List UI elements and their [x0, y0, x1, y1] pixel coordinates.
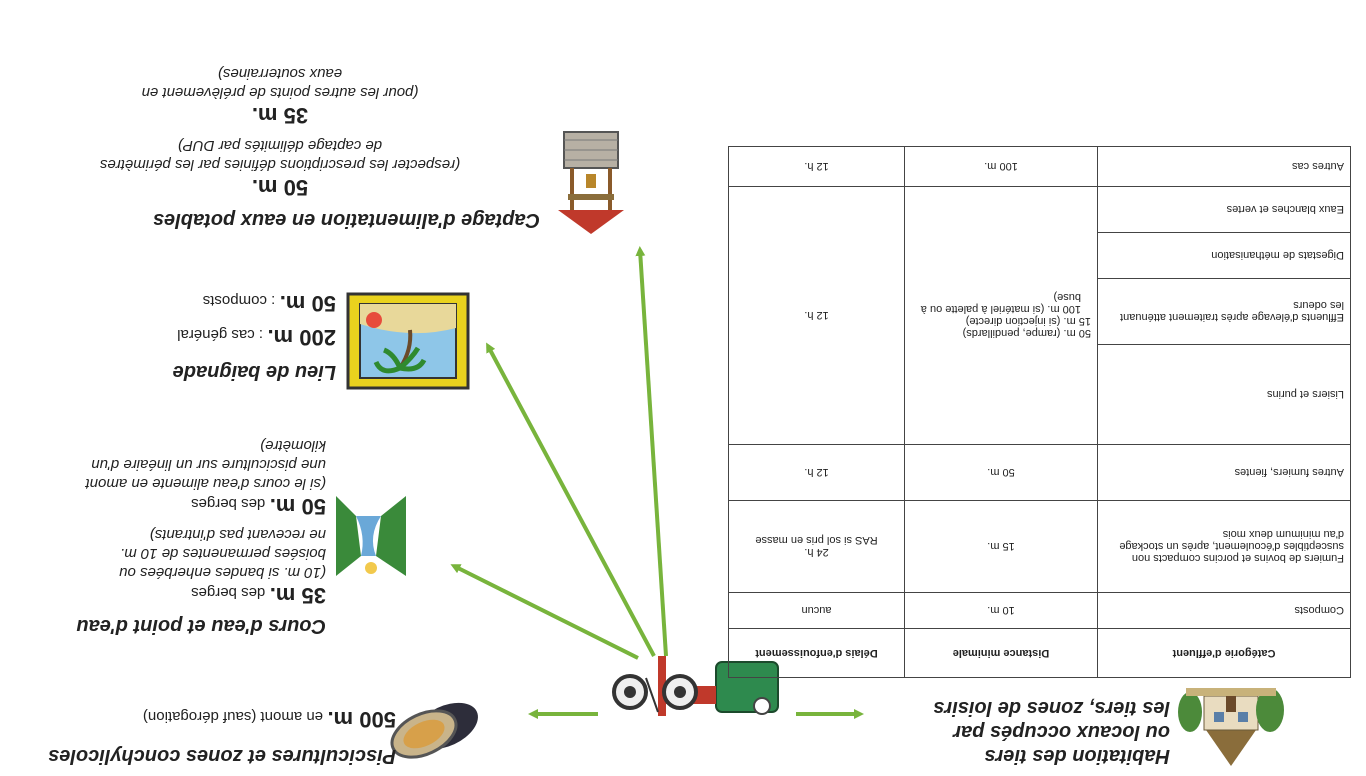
cell-category: Lisiers et purins	[1097, 344, 1351, 445]
cours-eau-distance-1: 35 m.	[269, 583, 326, 608]
cell-delay-group: 12 h.	[728, 186, 905, 445]
effluent-table: Catégorie d'effluent Distance minimale D…	[728, 146, 1351, 678]
comment-line: eaux souterraines)	[217, 65, 343, 82]
cell-delay: 12 h.	[728, 146, 905, 187]
captage-distance-2: 35 m.	[251, 103, 309, 128]
cell-delay: aucun	[728, 592, 905, 629]
cell-category: Composts	[1097, 592, 1351, 629]
comment-line: kilomètre)	[260, 437, 326, 454]
cell-distance: 50 m.	[904, 444, 1098, 501]
well-icon	[546, 120, 636, 240]
table-row: Fumiers de bovins et porcins compacts no…	[728, 500, 1351, 593]
header-delay: Délais d'enfouissement	[728, 628, 905, 678]
pisciculture-distance: 500 m.	[327, 707, 397, 732]
cell-distance: 10 m.	[904, 592, 1098, 629]
cell-category: Autres fumiers, fientes	[1097, 444, 1351, 501]
cell-distance: 100 m.	[904, 146, 1098, 187]
cell-category: Digestats de méthanisation	[1097, 232, 1351, 279]
distance-line: 50 m. (rampe, pendillards)	[962, 327, 1091, 340]
beach-picture-icon	[346, 292, 470, 390]
delay-line: 24 h.	[804, 546, 829, 559]
cours-eau-title: Cours d'eau et point d'eau	[76, 615, 326, 637]
cell-category: Eaux blanches et vertes	[1097, 186, 1351, 233]
comment-line: une pisciculture sur un linéaire d'un	[91, 456, 326, 473]
distance-line: 15 m. (si injection directe)	[965, 315, 1091, 328]
baignade-text-2: : composts	[202, 292, 276, 309]
arrow-cours-eau	[450, 564, 639, 660]
table-header-row: Catégorie d'effluent Distance minimale D…	[728, 628, 1351, 678]
header-distance: Distance minimale	[904, 628, 1098, 678]
cell-delay: 12 h.	[728, 444, 905, 501]
pisciculture-title: Piscicultures et zones conchylicoles	[48, 745, 396, 767]
cell-delay: 24 h. RAS si sol pris en masse	[728, 500, 905, 593]
delay-line: RAS si sol pris en masse	[755, 534, 878, 547]
river-icon	[326, 486, 416, 586]
baignade-line-1: 200 m. : cas général	[56, 324, 336, 350]
captage-distance-1: 50 m.	[251, 175, 309, 200]
baignade-distance-1: 200 m.	[267, 325, 337, 350]
cours-eau-comment-1: (10 m. si bandes enherbées ou boisées pe…	[6, 525, 326, 582]
arrow-baignade	[486, 342, 656, 657]
table-row: Autres cas 100 m. 12 h.	[728, 146, 1351, 187]
distance-line: 100 m. (si matériel à palette ou à buse)	[920, 291, 1081, 316]
table-row: Composts 10 m. aucun	[728, 592, 1351, 629]
cell-category: Effluents d'élevage après traitement att…	[1097, 278, 1351, 345]
captage-distance-1-line: 50 m.	[20, 174, 540, 200]
cours-eau-distance-2: 50 m.	[269, 494, 326, 519]
captage-block: Captage d'alimentation en eaux potables …	[20, 64, 540, 232]
cours-eau-line-2: 50 m. des berges	[6, 493, 326, 519]
pisciculture-block: Piscicultures et zones conchylicoles 500…	[6, 706, 396, 768]
baignade-text-1: : cas général	[177, 326, 264, 343]
pisciculture-text: en amont (sauf dérogation)	[142, 708, 324, 725]
captage-title: Captage d'alimentation en eaux potables	[152, 209, 540, 231]
arrow-captage	[635, 246, 668, 657]
header-category: Catégorie d'effluent	[1097, 628, 1351, 678]
baignade-line-2: 50 m. : composts	[56, 290, 336, 316]
comment-line: (pour les autres points de prélèvement e…	[141, 84, 419, 101]
cours-eau-text-2: des berges	[191, 495, 266, 512]
comment-line: ne recevant pas d'intrants)	[149, 526, 326, 543]
table-row: Lisiers et purins 50 m. (rampe, pendilla…	[728, 186, 1351, 445]
baignade-block: Lieu de baignade 200 m. : cas général 50…	[56, 290, 336, 384]
cours-eau-comment-2: (si le cours d'eau alimente en amont une…	[6, 436, 327, 493]
captage-distance-2-line: 35 m.	[20, 102, 540, 128]
habitation-illustration	[1176, 680, 1286, 770]
comment-line: (10 m. si bandes enherbées ou	[119, 564, 326, 581]
cours-eau-block: Cours d'eau et point d'eau 35 m. des ber…	[6, 436, 326, 638]
captage-comment-1: (respecter les prescriptions définies pa…	[20, 136, 540, 174]
cours-eau-text-1: des berges	[191, 584, 266, 601]
pisciculture-line: 500 m. en amont (sauf dérogation)	[6, 706, 396, 732]
comment-line: (respecter les prescriptions définies pa…	[99, 156, 461, 173]
cell-category: Autres cas	[1097, 146, 1351, 187]
comment-line: boisées permanentes de 10 m.	[120, 545, 326, 562]
table-row: Autres fumiers, fientes 50 m. 12 h.	[728, 444, 1351, 501]
comment-line: (si le cours d'eau alimente en amont	[85, 475, 327, 492]
cell-distance-group: 50 m. (rampe, pendillards) 15 m. (si inj…	[904, 186, 1098, 445]
comment-line: de captage délimités par DUP)	[177, 137, 383, 154]
baignade-distance-2: 50 m.	[279, 291, 336, 316]
mussel-icon	[386, 688, 486, 768]
cell-distance: 15 m.	[904, 500, 1098, 593]
cours-eau-line-1: 35 m. des berges	[6, 582, 326, 608]
slurry-tanker-icon	[612, 656, 779, 716]
cell-category: Fumiers de bovins et porcins compacts no…	[1097, 500, 1351, 593]
baignade-title: Lieu de baignade	[172, 361, 336, 383]
captage-comment-2: (pour les autres points de prélèvement e…	[20, 64, 540, 102]
